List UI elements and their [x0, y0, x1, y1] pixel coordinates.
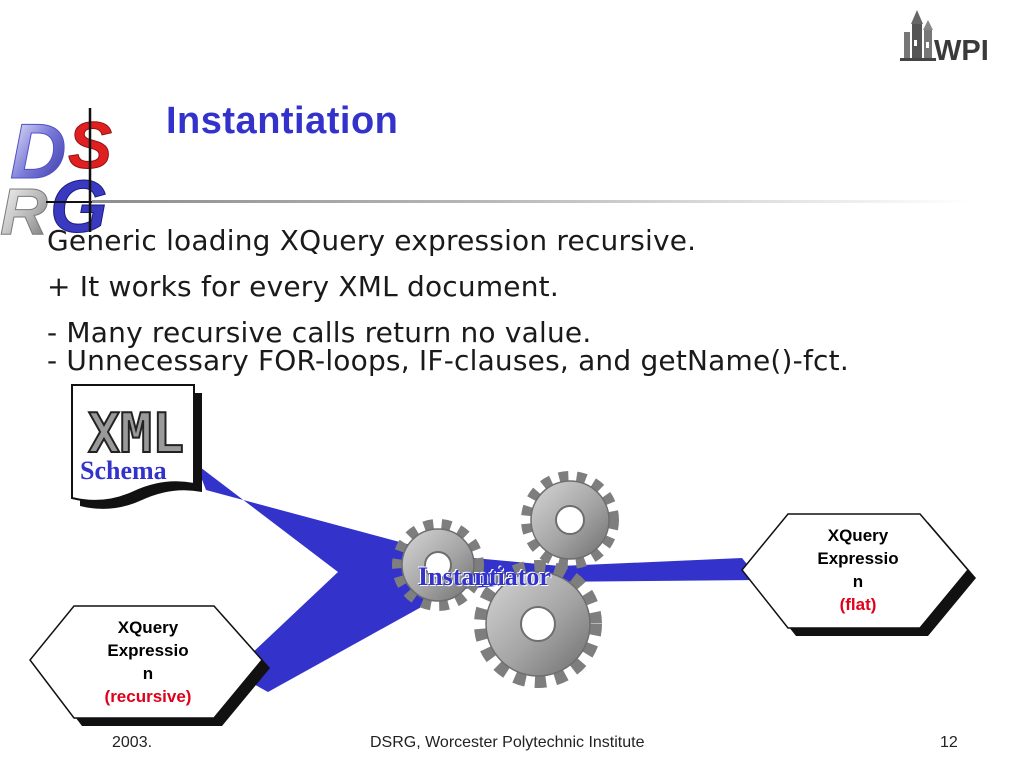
- slide-title: Instantiation: [166, 100, 399, 142]
- output-hexagon-line-3: n: [852, 572, 864, 591]
- dsrg-logo: D S R G: [0, 107, 124, 249]
- dsrg-logo-r: R: [0, 174, 48, 248]
- wpi-logo-text: WPI: [934, 35, 989, 67]
- output-hexagon-tag-flat: (flat): [839, 595, 877, 614]
- schema-document-page: [71, 384, 195, 502]
- input-hexagon-label: XQuery Expressio n (recursive): [78, 616, 218, 708]
- gear-icon-bottom: [474, 560, 602, 688]
- input-hexagon-shape: [29, 605, 263, 719]
- title-divider: [92, 200, 972, 203]
- output-hexagon: [741, 513, 976, 636]
- bullet-con-recursive-calls: - Many recursive calls return no value.: [47, 316, 592, 349]
- input-hexagon-line-1: XQuery: [117, 618, 179, 637]
- output-hexagon-line-2: Expressio: [817, 549, 899, 568]
- output-hexagon-shape: [741, 513, 969, 629]
- footer-page-number: 12: [940, 734, 958, 751]
- footer-date: 2003.: [112, 734, 153, 751]
- flow-band: [196, 464, 760, 692]
- input-hexagon-line-3: n: [142, 664, 154, 683]
- gear-icon-top: [521, 471, 619, 569]
- input-hexagon: [29, 605, 270, 726]
- dsrg-logo-g: G: [50, 165, 108, 248]
- schema-document: XML: [71, 384, 202, 509]
- bullet-pro-every-document: + It works for every XML document.: [47, 270, 559, 303]
- input-hexagon-tag-recursive: (recursive): [104, 687, 192, 706]
- footer-center-text: DSRG, Worcester Polytechnic Institute: [370, 734, 645, 751]
- output-hexagon-line-1: XQuery: [827, 526, 889, 545]
- flow-arrow: [196, 464, 760, 692]
- output-hexagon-label: XQuery Expressio n (flat): [788, 524, 928, 616]
- input-hexagon-line-2: Expressio: [107, 641, 189, 660]
- bullet-generic-loading: Generic loading XQuery expression recurs…: [47, 224, 697, 257]
- bullet-con-unnecessary-loops: - Unnecessary FOR-loops, IF-clauses, and…: [47, 344, 849, 377]
- wpi-logo: WPI: [900, 10, 989, 67]
- instantiator-label: Instantiator: [418, 562, 551, 591]
- gear-icon-left: [392, 519, 484, 611]
- dsrg-logo-d: D: [10, 107, 66, 195]
- xml-logo-text: XML: [88, 402, 184, 465]
- schema-label: Schema: [80, 456, 167, 485]
